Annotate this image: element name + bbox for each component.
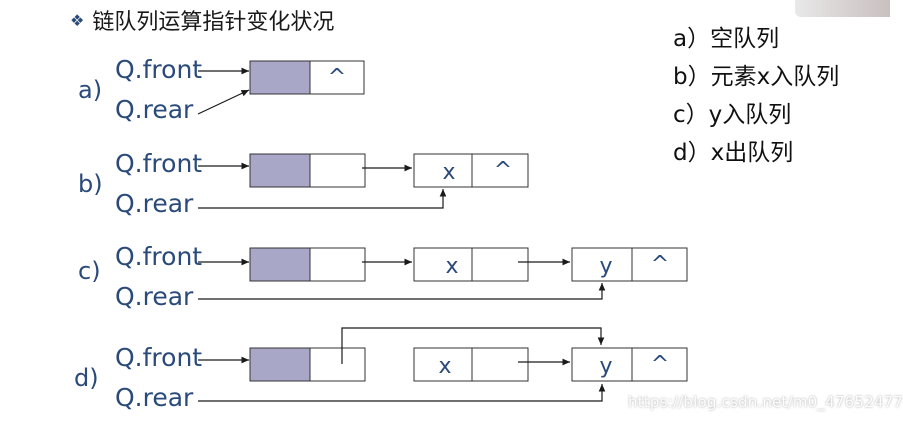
legend-item-b: b）元素x入队列	[673, 64, 840, 90]
watermark-text: https://blog.csdn.net/m0_47652477	[628, 393, 903, 411]
legend-item-c: c）y入队列	[673, 102, 792, 128]
rear-pointer-arrow-d	[198, 384, 606, 402]
rear-label-b: Q.rear	[115, 189, 194, 218]
legend-item-a: a）空队列	[673, 26, 780, 52]
node-y-next-c	[631, 247, 688, 282]
case-label-d: d)	[74, 364, 99, 392]
front-label-b: Q.front	[115, 149, 202, 178]
node-x-value-b: x	[442, 160, 455, 185]
head-next-c	[309, 247, 366, 282]
rear-label-a: Q.rear	[115, 95, 194, 124]
presenter-video-thumbnail	[795, 0, 890, 17]
rear-pointer-arrow-a	[197, 89, 250, 115]
null-symbol-c: ^	[651, 252, 669, 277]
front-label-c: Q.front	[115, 242, 202, 271]
head-bypass-arrow-d	[341, 327, 605, 364]
slide-title: 链队列运算指针变化状况	[92, 10, 335, 35]
head-node-c	[249, 247, 311, 282]
head-node-b	[249, 153, 311, 188]
rear-pointer-arrow-b	[198, 189, 447, 209]
case-b: b) Q.front Q.rear x ^	[78, 149, 529, 218]
rear-pointer-arrow-c	[198, 283, 606, 300]
head-node-d	[249, 347, 311, 382]
front-label-a: Q.front	[115, 55, 202, 84]
node-x-data-c	[413, 247, 473, 282]
case-d: d) Q.front Q.rear x y ^	[74, 327, 688, 412]
head-next-d	[309, 347, 366, 382]
diamond-bullet-icon: ❖	[70, 10, 85, 30]
slide-title-row: ❖ 链队列运算指针变化状况	[70, 4, 334, 36]
case-label-b: b)	[78, 170, 103, 198]
node-y-next-d	[631, 347, 688, 382]
legend-list: a）空队列 b）元素x入队列 c）y入队列 d）x出队列	[673, 20, 839, 172]
rear-label-c: Q.rear	[115, 282, 194, 311]
null-symbol-b: ^	[494, 158, 512, 183]
legend-item-d: d）x出队列	[673, 140, 794, 166]
node-x-next-c	[471, 247, 529, 282]
node-y-value-c: y	[599, 254, 612, 279]
null-symbol-d: ^	[651, 352, 669, 377]
node-x-data-b	[413, 153, 473, 188]
case-label-c: c)	[78, 257, 101, 285]
node-x-data-d	[413, 347, 473, 382]
node-y-data-d	[571, 347, 633, 382]
null-symbol-a: ^	[328, 65, 346, 90]
head-next-null-a	[309, 60, 365, 95]
node-x-value-d: x	[438, 354, 451, 379]
node-x-value-c: x	[445, 254, 458, 279]
node-x-next-b	[471, 153, 529, 188]
case-c: c) Q.front Q.rear x y ^	[78, 242, 688, 311]
node-x-next-d	[471, 347, 529, 382]
rear-label-d: Q.rear	[115, 383, 194, 412]
case-a: a) Q.front Q.rear ^	[78, 55, 365, 124]
node-y-value-d: y	[599, 354, 612, 379]
front-label-d: Q.front	[115, 343, 202, 372]
head-node-a	[249, 60, 311, 95]
head-next-b	[309, 153, 366, 188]
case-label-a: a)	[78, 76, 102, 104]
